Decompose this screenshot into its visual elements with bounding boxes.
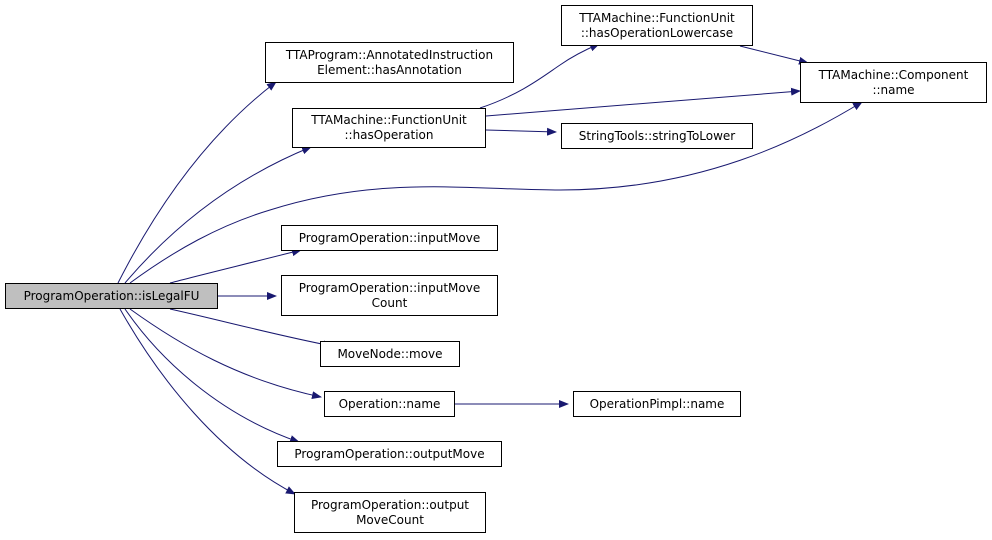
- edge-root-to-annotated: [117, 81, 277, 284]
- node-label-line: TTAMachine::FunctionUnit: [311, 113, 467, 127]
- node-annotated-instruction-element-has-annotation[interactable]: TTAProgram::AnnotatedInstruction Element…: [265, 42, 514, 83]
- node-label-line: ProgramOperation::output: [310, 497, 469, 512]
- node-label-line: TTAMachine::FunctionUnit: [579, 10, 735, 25]
- node-string-tools-string-to-lower[interactable]: StringTools::stringToLower: [561, 123, 753, 149]
- node-label-line: ::hasOperation: [344, 128, 434, 142]
- edge-root-to-operation-name: [129, 308, 322, 400]
- node-label-line: MoveCount: [356, 512, 424, 527]
- node-operation-pimpl-name[interactable]: OperationPimpl::name: [573, 391, 741, 417]
- edge-fu-hasop-to-string-to-lower: [485, 127, 557, 136]
- node-label-line: ::hasOperationLowercase: [580, 25, 734, 40]
- node-label-line: TTAMachine::Component: [818, 67, 969, 82]
- edge-fu-hasop-to-component-name: [485, 87, 801, 117]
- node-label-line: StringTools::stringToLower: [578, 128, 736, 143]
- node-label-line: OperationPimpl::name: [589, 396, 725, 411]
- node-label-line: Count: [371, 295, 408, 310]
- node-label-line: ProgramOperation::inputMove: [298, 230, 481, 245]
- node-label-line: Element::hasAnnotation: [317, 62, 462, 77]
- edge-root-to-movenode-move: [169, 308, 333, 349]
- edge-fu-hasop-lc-to-component-name: [739, 45, 809, 65]
- node-label-line: ProgramOperation::outputMove: [294, 446, 485, 461]
- node-program-operation-input-move[interactable]: ProgramOperation::inputMove: [281, 225, 498, 251]
- node-label-line: Operation::name: [338, 396, 441, 411]
- edge-root-to-fu-hasop: [124, 146, 312, 284]
- node-label-line: MoveNode::move: [337, 346, 443, 361]
- node-function-unit-has-operation[interactable]: TTAMachine::FunctionUnit ::hasOperation: [292, 108, 486, 148]
- node-program-operation-is-legal-fu: ProgramOperation::isLegalFU: [5, 283, 218, 309]
- edges: [117, 43, 863, 495]
- node-move-node-move[interactable]: MoveNode::move: [320, 341, 460, 367]
- node-component-name[interactable]: TTAMachine::Component ::name: [800, 62, 987, 103]
- edge-fu-hasop-to-fu-hasop-lc: [479, 43, 600, 109]
- edge-root-to-input-move: [169, 248, 302, 284]
- node-program-operation-output-move-count[interactable]: ProgramOperation::output MoveCount: [294, 492, 486, 533]
- node-operation-name[interactable]: Operation::name: [324, 391, 455, 417]
- edge-root-to-output-move-count: [119, 308, 296, 495]
- node-function-unit-has-operation-lowercase[interactable]: TTAMachine::FunctionUnit ::hasOperationL…: [561, 5, 753, 46]
- node-program-operation-input-move-count[interactable]: ProgramOperation::inputMove Count: [281, 275, 498, 316]
- node-label-line: TTAProgram::AnnotatedInstruction: [285, 47, 494, 62]
- node-label-line: ProgramOperation::inputMove: [298, 280, 481, 295]
- node-label-line: ::name: [872, 82, 915, 97]
- edge-root-to-component-name: [129, 101, 863, 284]
- node-label-line: ProgramOperation::isLegalFU: [23, 288, 200, 303]
- edge-root-to-output-move: [124, 308, 300, 443]
- node-program-operation-output-move[interactable]: ProgramOperation::outputMove: [277, 441, 502, 467]
